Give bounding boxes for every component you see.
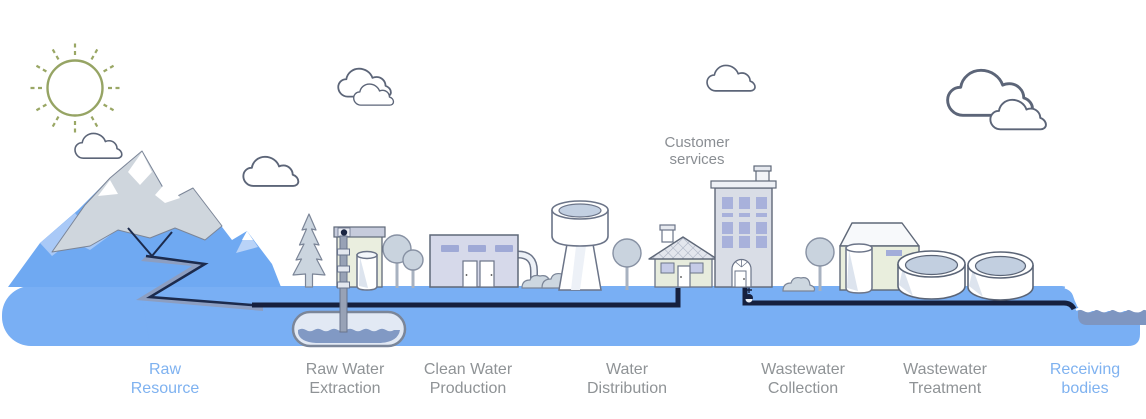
production-plant-icon — [429, 234, 538, 288]
house-icon — [648, 224, 718, 288]
stage-label-raw-water-extraction: Raw Water Extraction — [305, 361, 385, 397]
customer-services-label: Customer services — [664, 134, 730, 168]
well-pipe-icon — [337, 235, 350, 333]
stage-label-receiving-bodies: Receiving bodies — [1049, 361, 1121, 397]
bush-icon — [782, 276, 816, 292]
mountain-icon — [8, 150, 281, 287]
river-icon — [127, 227, 266, 311]
cloud-icon — [74, 64, 1047, 187]
pine-tree-icon — [292, 213, 326, 288]
water-tower-icon — [551, 200, 609, 291]
underground-reservoir-icon — [291, 310, 407, 348]
sun-icon — [28, 41, 122, 135]
round-tree-icon — [382, 234, 424, 288]
water-pipe-icon — [252, 286, 1077, 311]
round-tree-icon — [612, 238, 642, 290]
stage-label-raw-resource: Raw Resource — [130, 361, 200, 397]
stage-label-water-distribution: Water Distribution — [586, 361, 668, 397]
water-meter-icon — [745, 287, 753, 303]
round-tree-icon — [805, 237, 835, 291]
stage-label-wastewater-collection: Wastewater Collection — [761, 361, 845, 397]
stage-label-clean-water-production: Clean Water Production — [423, 361, 513, 397]
clarifier-basin-icon — [897, 250, 966, 300]
receiving-water-icon — [1075, 307, 1146, 325]
storage-tank-icon — [356, 250, 378, 291]
customer-services-building-icon — [710, 165, 777, 288]
clarifier-basin-icon — [967, 251, 1034, 301]
stage-label-wastewater-treatment: Wastewater Treatment — [903, 361, 987, 397]
